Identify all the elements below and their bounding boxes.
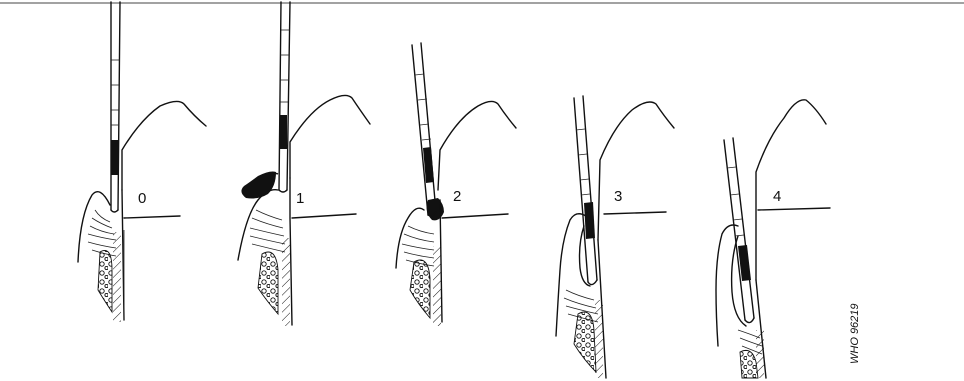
stage-3-drawing xyxy=(556,96,674,378)
stage-3-label: 3 xyxy=(614,188,622,205)
stage-1-drawing xyxy=(238,2,370,326)
stage-1-label: 1 xyxy=(296,190,304,207)
stage-0-label: 0 xyxy=(138,190,146,207)
stage-2-label: 2 xyxy=(453,188,461,205)
stage-4-drawing xyxy=(716,100,830,378)
stage-2-drawing xyxy=(396,43,516,326)
stage-4-label: 4 xyxy=(773,188,781,205)
reference-code: WHO 96219 xyxy=(849,303,861,364)
stage-0-drawing xyxy=(78,2,206,322)
